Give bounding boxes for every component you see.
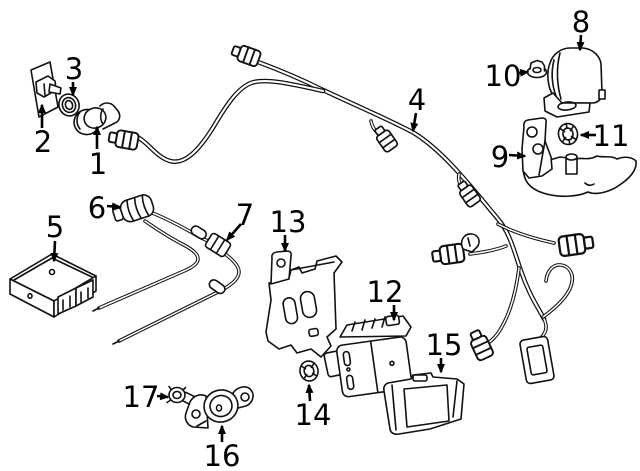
callout-arrow-5	[50, 240, 59, 263]
sensor-cover-art	[383, 372, 465, 435]
callout-label-11: 11	[593, 119, 630, 153]
callout-arrow-17	[156, 392, 170, 401]
callout-arrow-4	[410, 112, 419, 133]
warning-buzzer-art	[184, 386, 254, 429]
harness-connector	[106, 127, 141, 152]
callout-label-7: 7	[236, 198, 254, 232]
sensor-mount-plate-art	[30, 61, 62, 118]
callout-label-1: 1	[89, 147, 107, 181]
callout-label-2: 2	[34, 125, 52, 159]
lock-nut-14-art	[299, 360, 319, 382]
wiring-harness-art	[106, 41, 596, 385]
callout-label-4: 4	[408, 83, 426, 117]
callout-arrow-7	[226, 223, 242, 242]
callout-arrow-14	[305, 383, 314, 402]
callout-label-10: 10	[485, 59, 522, 93]
flange-nut-art	[526, 59, 548, 79]
harness-connector-large	[519, 335, 555, 385]
callout-label-14: 14	[295, 398, 332, 432]
harness-connector	[465, 327, 496, 363]
connector-6-art	[112, 194, 155, 223]
ferrite-bead	[190, 225, 208, 240]
lock-nut-11-art	[557, 122, 579, 146]
connector-7-art	[204, 232, 232, 258]
harness-connector	[430, 242, 466, 267]
callout-label-8: 8	[572, 5, 590, 39]
callout-label-9: 9	[491, 140, 509, 174]
callout-label-15: 15	[426, 328, 463, 362]
mount-bracket-lower-art	[521, 117, 637, 198]
harness-connector	[229, 41, 263, 69]
callout-arrow-6	[106, 202, 122, 211]
callout-arrow-10	[517, 68, 530, 77]
callout-label-17: 17	[123, 380, 160, 414]
mount-bracket-upper-art	[543, 47, 606, 118]
callout-label-13: 13	[270, 205, 307, 239]
harness-connector	[557, 231, 596, 258]
callout-label-3: 3	[65, 52, 83, 86]
callout-label-5: 5	[46, 210, 64, 244]
harness-clip	[460, 233, 480, 253]
callout-arrow-8	[576, 34, 585, 52]
seal-grommet-art	[58, 93, 80, 117]
cable-assembly-art	[92, 194, 241, 345]
callout-label-12: 12	[367, 275, 404, 309]
callout-label-6: 6	[88, 191, 106, 225]
sensor-bracket-art	[265, 250, 343, 358]
ferrite-bead	[208, 279, 226, 295]
control-module-art	[9, 253, 97, 318]
callout-label-16: 16	[204, 439, 241, 471]
callout-arrow-9	[508, 151, 527, 160]
